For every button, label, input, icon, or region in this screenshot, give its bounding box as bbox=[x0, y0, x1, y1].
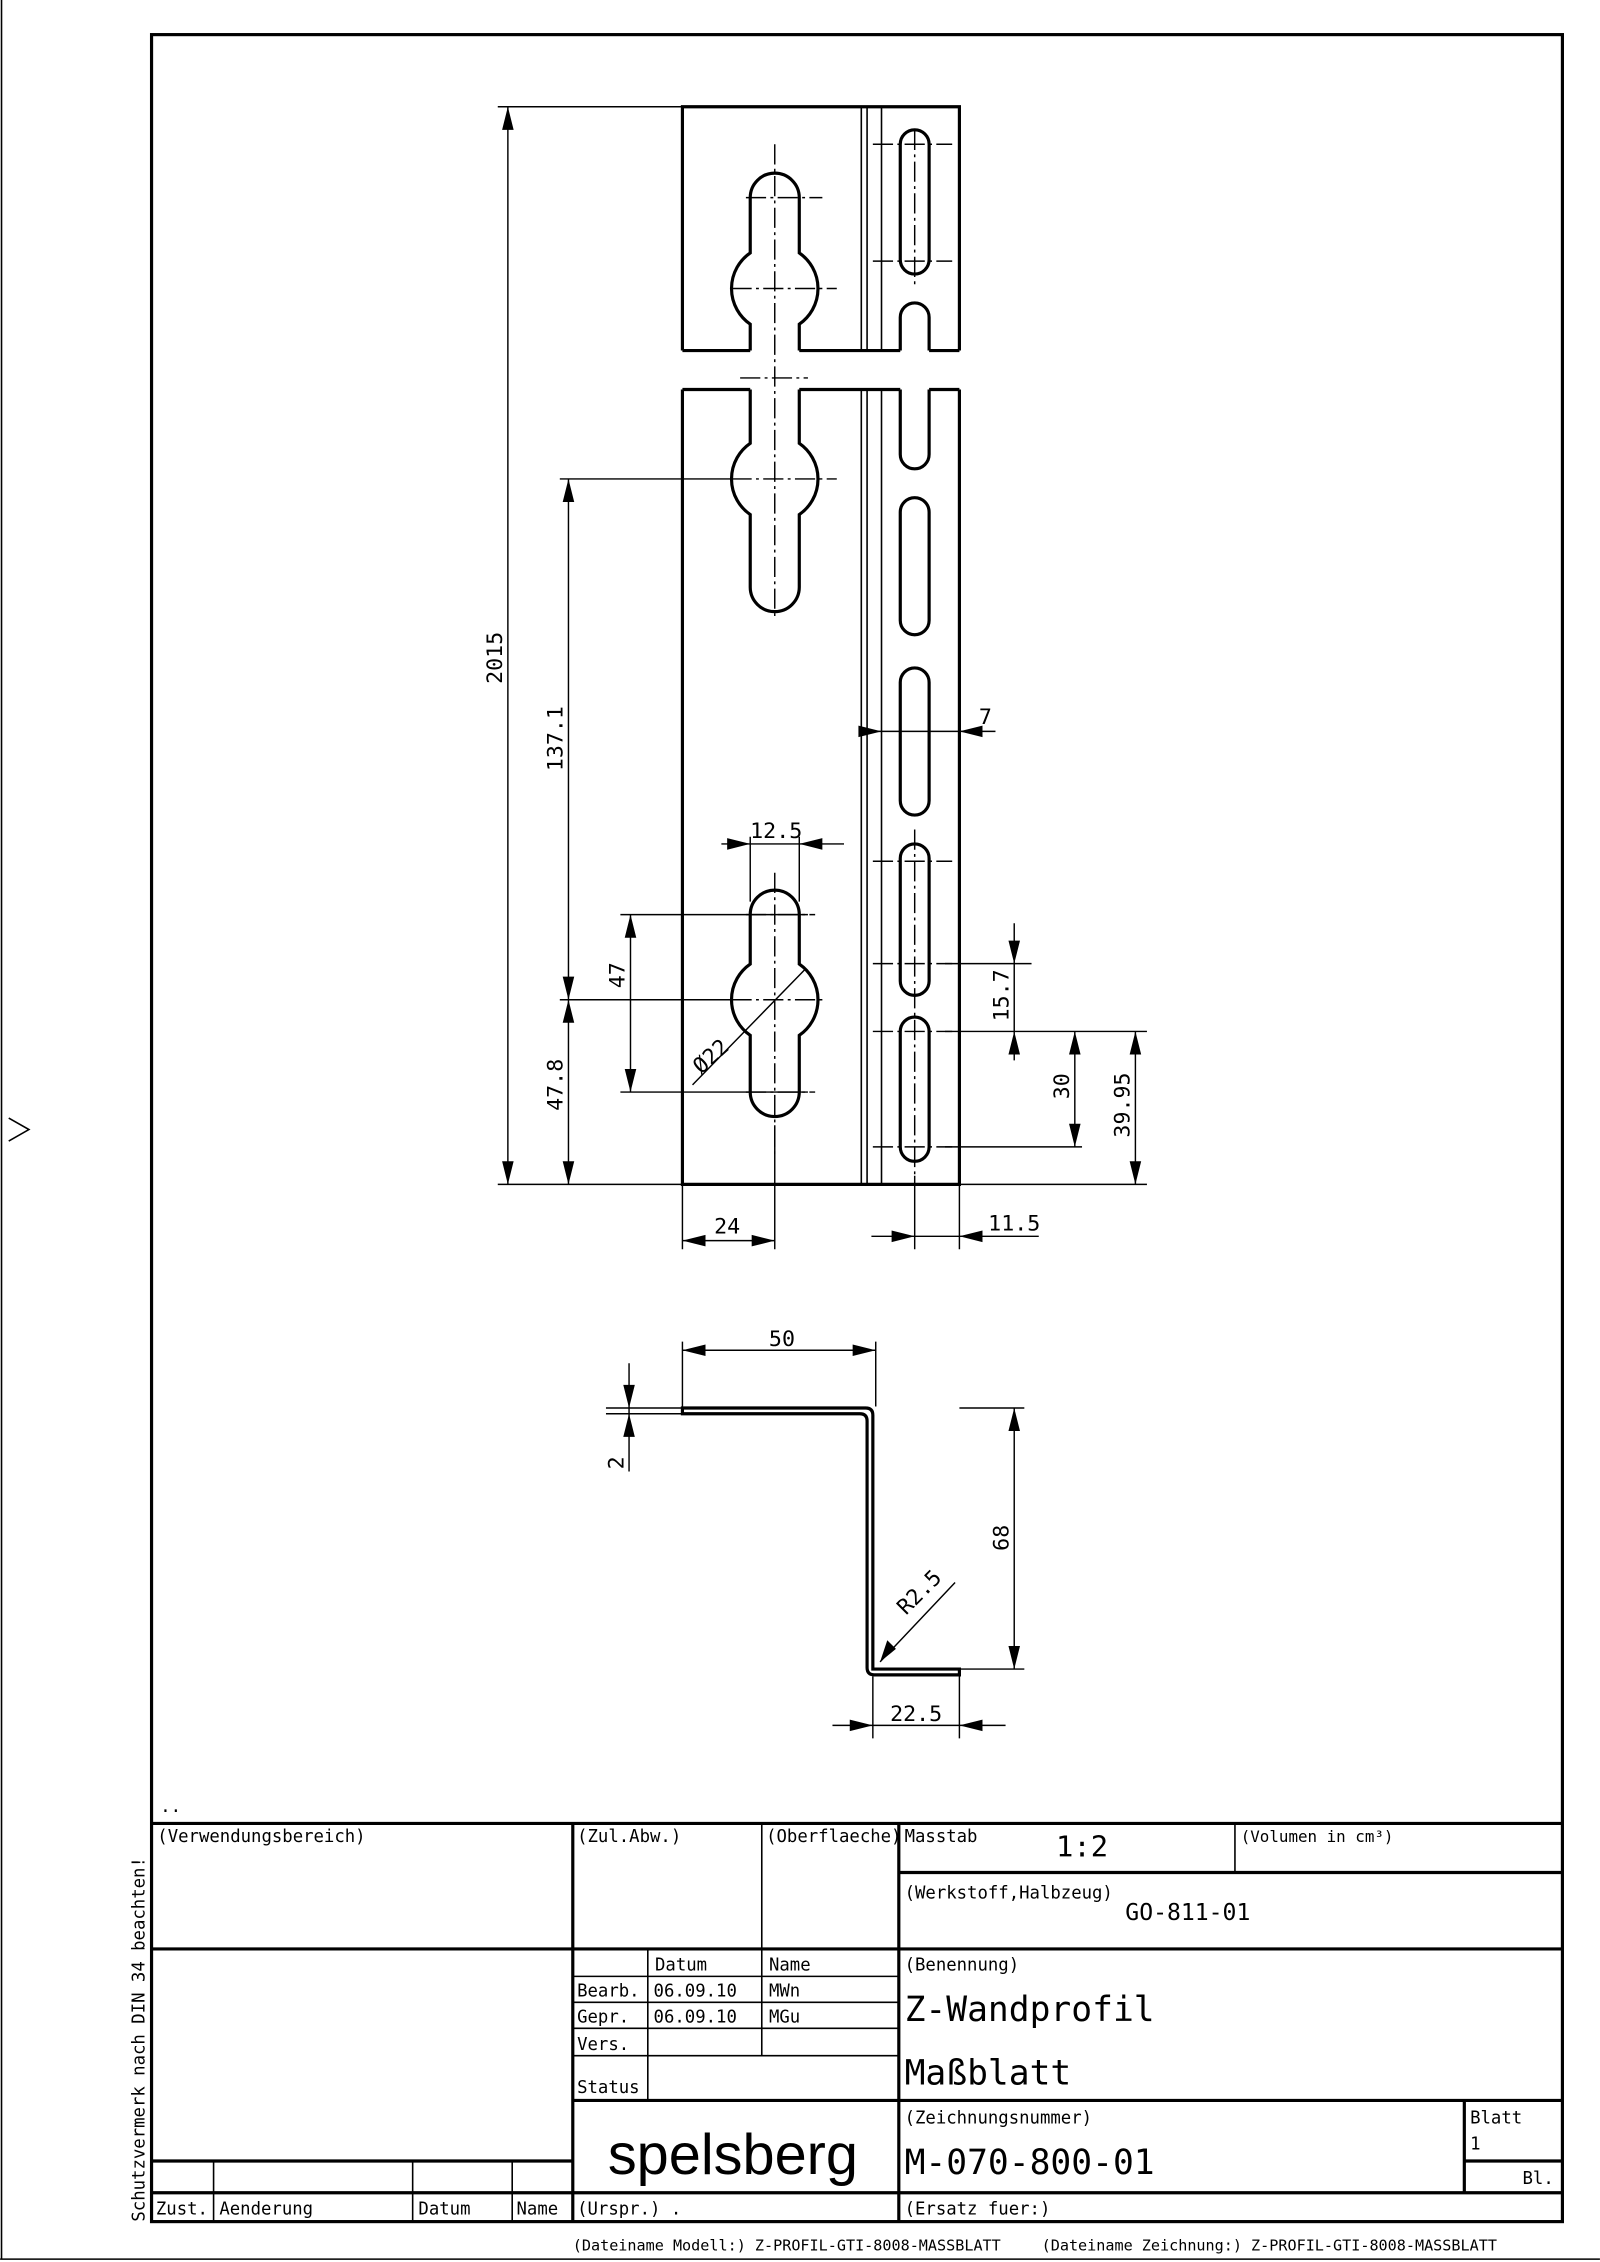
side-protection-note: Schutzvermerk nach DIN 34 beachten! bbox=[129, 1857, 149, 2221]
dimension-labels: 2015 137.1 47.8 47 12.5 Ø22 7 15.7 30 39… bbox=[483, 632, 1136, 1727]
bearb-label: Bearb. bbox=[577, 1982, 639, 2002]
col-datum: Datum bbox=[655, 1956, 707, 1976]
datum-label: Datum bbox=[418, 2199, 470, 2219]
dim-24: 24 bbox=[714, 1214, 740, 1239]
dim-22-5: 22.5 bbox=[890, 1702, 942, 1727]
zust-label: Zust. bbox=[156, 2199, 208, 2219]
gepr-datum: 06.09.10 bbox=[654, 2008, 737, 2028]
dim-11-5: 11.5 bbox=[988, 1212, 1040, 1237]
werkstoff-value: GO-811-01 bbox=[1125, 1900, 1250, 1926]
name-label: Name bbox=[517, 2199, 559, 2219]
dim-47-8: 47.8 bbox=[544, 1059, 569, 1111]
dim-30: 30 bbox=[1050, 1073, 1075, 1099]
zul-abw-label: (Zul.Abw.) bbox=[577, 1827, 681, 1847]
masstab-label: Masstab bbox=[905, 1827, 978, 1847]
dim-7: 7 bbox=[979, 705, 992, 730]
dim-137-1: 137.1 bbox=[544, 706, 569, 771]
vers-label: Vers. bbox=[577, 2035, 629, 2055]
dim-50: 50 bbox=[769, 1327, 795, 1352]
z-profile-section bbox=[680, 1406, 961, 1677]
bearb-name: MWn bbox=[769, 1982, 800, 2002]
drawing-title: Z-Wandprofil bbox=[905, 1990, 1155, 2030]
werkstoff-label: (Werkstoff,Halbzeug) bbox=[905, 1883, 1113, 1903]
gepr-label: Gepr. bbox=[577, 2008, 629, 2028]
blatt-label: Blatt bbox=[1470, 2109, 1522, 2129]
bearb-datum: 06.09.10 bbox=[654, 1982, 737, 2002]
notes-text: .. bbox=[160, 1797, 181, 1817]
filename-model: (Dateiname Modell:) Z-PROFIL-GTI-8008-MA… bbox=[573, 2236, 1001, 2254]
blatt-value: 1 bbox=[1470, 2134, 1480, 2154]
dim-15-7: 15.7 bbox=[989, 969, 1014, 1021]
dim-68: 68 bbox=[989, 1525, 1014, 1551]
col-name: Name bbox=[769, 1956, 811, 1976]
dim-2: 2 bbox=[604, 1456, 629, 1469]
keyhole-middle bbox=[729, 389, 820, 614]
dim-r2-5: R2.5 bbox=[893, 1565, 948, 1620]
keyhole-top bbox=[729, 171, 820, 351]
front-view bbox=[680, 105, 961, 1186]
fold-mark-icon bbox=[8, 1117, 31, 1142]
bl-label: Bl. bbox=[1523, 2169, 1554, 2189]
gepr-name: MGu bbox=[769, 2008, 800, 2028]
dimension-lines bbox=[497, 106, 1147, 1739]
dim-47: 47 bbox=[606, 962, 631, 988]
aenderung-label: Aenderung bbox=[219, 2199, 313, 2219]
verwendungsbereich-label: (Verwendungsbereich) bbox=[157, 1827, 365, 1847]
filename-drawing: (Dateiname Zeichnung:) Z-PROFIL-GTI-8008… bbox=[1042, 2236, 1497, 2254]
oberflaeche-label: (Oberflaeche) bbox=[766, 1827, 901, 1847]
title-block: .. Schutzvermerk nach DIN 34 beachten! (… bbox=[129, 1797, 1563, 2254]
status-label: Status bbox=[577, 2078, 639, 2098]
dim-12-5: 12.5 bbox=[750, 819, 802, 844]
urspr-label: (Urspr.) . bbox=[577, 2199, 681, 2219]
dim-39-95: 39.95 bbox=[1111, 1072, 1136, 1137]
company-logo: spelsberg bbox=[608, 2123, 858, 2187]
dim-2015: 2015 bbox=[483, 632, 508, 684]
dim-diameter-22: Ø22 bbox=[688, 1034, 734, 1079]
zeichnungsnummer-label: (Zeichnungsnummer) bbox=[905, 2109, 1092, 2129]
volumen-label: (Volumen in cm³) bbox=[1241, 1827, 1394, 1846]
drawing-subtitle: Maßblatt bbox=[905, 2054, 1072, 2094]
masstab-value: 1:2 bbox=[1056, 1830, 1108, 1864]
benennung-label: (Benennung) bbox=[905, 1956, 1020, 1976]
ersatz-label: (Ersatz fuer:) bbox=[905, 2199, 1051, 2219]
drawing-number: M-070-800-01 bbox=[905, 2143, 1155, 2183]
